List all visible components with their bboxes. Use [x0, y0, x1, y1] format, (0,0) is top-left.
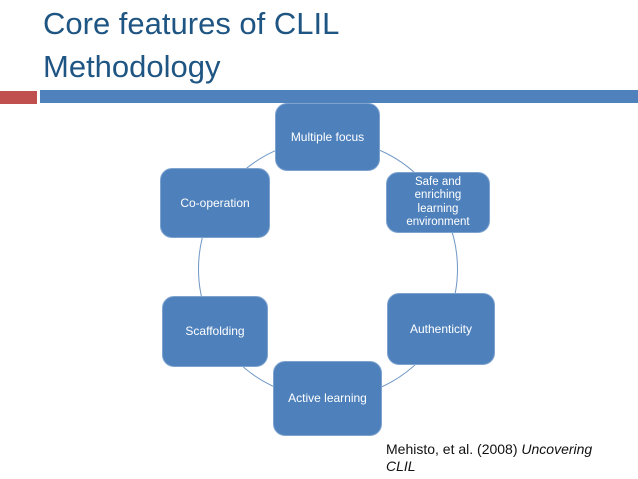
- cycle-node-multiple-focus: Multiple focus: [275, 103, 380, 171]
- citation: Mehisto, et al. (2008) Uncovering CLIL: [386, 441, 604, 475]
- slide-title: Core features of CLIL Methodology: [43, 6, 340, 84]
- cycle-node-label: Authenticity: [409, 321, 473, 336]
- cycle-node-co-operation: Co-operation: [160, 168, 270, 238]
- citation-authors: Mehisto, et al. (2008): [386, 441, 522, 457]
- red-accent-square: [0, 91, 37, 104]
- cycle-node-label: Safe and enriching learning environment: [406, 175, 470, 228]
- blue-divider-bar: [40, 90, 638, 103]
- cycle-node-label: Active learning: [288, 391, 367, 405]
- cycle-node-safe-enriching-environment: Safe and enriching learning environment: [386, 172, 490, 233]
- cycle-node-label: Scaffolding: [185, 324, 245, 338]
- citation-work-title: Uncovering CLIL: [386, 441, 593, 474]
- cycle-node-label: Co-operation: [180, 195, 250, 210]
- cycle-node-active-learning: Active learning: [273, 361, 382, 436]
- cycle-node-scaffolding: Scaffolding: [162, 296, 268, 367]
- cycle-node-label: Multiple focus: [290, 129, 365, 144]
- cycle-node-authenticity: Authenticity: [387, 293, 495, 365]
